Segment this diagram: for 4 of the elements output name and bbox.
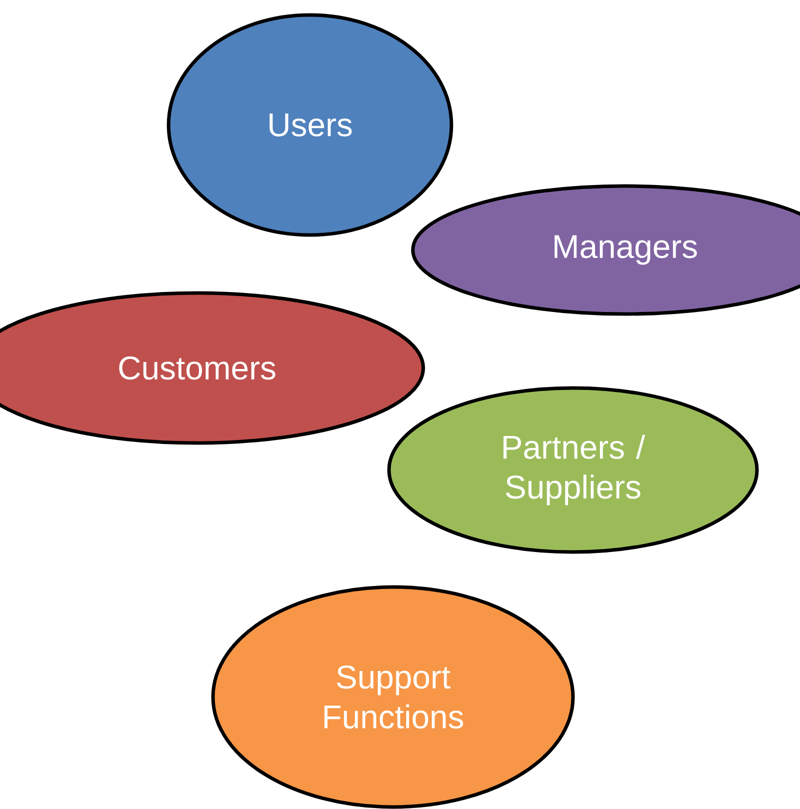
ellipse-node: Managers [411,184,800,316]
ellipse-node: Partners / Suppliers [387,386,759,554]
ellipse-node: Users [166,13,454,237]
ellipse-node: Support Functions [211,585,575,809]
